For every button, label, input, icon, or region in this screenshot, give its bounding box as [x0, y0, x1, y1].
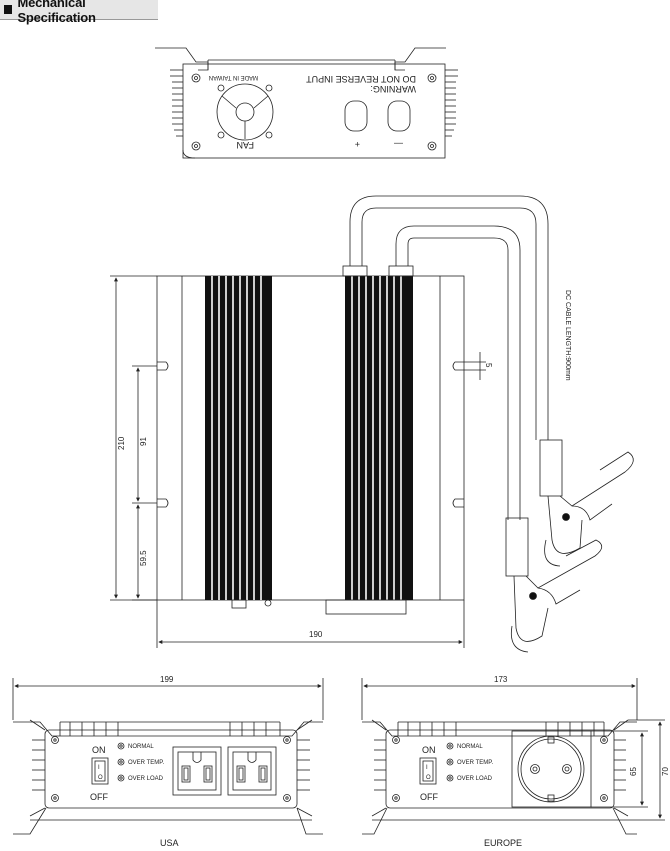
- usa-power-switch: [91, 757, 109, 785]
- svg-text:5: 5: [484, 363, 493, 368]
- screw-icon: [392, 736, 608, 802]
- svg-text:91: 91: [139, 437, 148, 446]
- svg-text:I: I: [426, 765, 428, 771]
- dimension-70: 70: [628, 719, 670, 821]
- screw-icon: [191, 73, 437, 151]
- svg-text:65: 65: [629, 767, 638, 776]
- dimension-65: 65: [591, 730, 648, 808]
- section-title: Mechanical Specification: [17, 0, 96, 25]
- dimension-190: 190: [156, 600, 465, 648]
- main-side-view: DC CABLE LENGTH:900mm 210 91 59.5 5 190: [110, 195, 634, 653]
- svg-text:O: O: [98, 775, 103, 781]
- usa-caption: USA: [160, 838, 179, 848]
- dc-cable-inner: [395, 225, 521, 520]
- dimension-91: 91: [132, 365, 157, 504]
- usa-off-label: OFF: [90, 792, 108, 802]
- usa-side-fins-right: [297, 739, 310, 791]
- europe-on-label: ON: [422, 745, 436, 755]
- top-plus-label: +: [355, 139, 360, 149]
- fan-icon: [216, 83, 274, 141]
- usa-on-label: ON: [92, 745, 106, 755]
- heatsink-fins-left: [205, 276, 272, 600]
- europe-off-label: OFF: [420, 792, 438, 802]
- svg-text:O: O: [426, 775, 431, 781]
- header-square-icon: [4, 5, 13, 14]
- heatsink-fins-right: [345, 276, 413, 600]
- top-fins-strip: [207, 59, 396, 70]
- dimension-210: 210: [110, 275, 157, 601]
- positive-terminal: [387, 100, 411, 132]
- warning-line1: WARNING:: [370, 84, 416, 94]
- dimension-199: 199: [12, 675, 324, 720]
- usa-outlet-icon: [227, 746, 277, 796]
- cable-length-label: DC CABLE LENGTH:900mm: [564, 290, 571, 381]
- usa-outlet-icon: [172, 746, 222, 796]
- led-indicator-icon: [446, 742, 454, 782]
- usa-front-panel: [44, 729, 298, 809]
- usa-front-view: 199 ON: [12, 675, 324, 848]
- usa-side-fins-left: [32, 739, 45, 791]
- section-header: Mechanical Specification: [0, 0, 158, 25]
- svg-text:173: 173: [494, 675, 508, 684]
- led-indicator-icon: [117, 742, 125, 782]
- svg-text:70: 70: [661, 767, 670, 776]
- svg-text:199: 199: [160, 675, 174, 684]
- dc-cable-outer: [349, 195, 549, 440]
- fan-label: FAN: [236, 140, 254, 150]
- svg-text:210: 210: [117, 436, 126, 450]
- europe-caption: EUROPE: [484, 838, 522, 848]
- europe-side-fins-left: [374, 739, 386, 791]
- schuko-outlet-icon: [511, 730, 592, 808]
- europe-front-view: 173 ON: [361, 675, 670, 848]
- europe-power-switch: [419, 757, 437, 785]
- top-left-fins: [170, 69, 183, 137]
- europe-over-load-label: OVER LOAD: [457, 776, 493, 782]
- negative-terminal: [344, 100, 368, 132]
- svg-text:59.5: 59.5: [139, 550, 148, 566]
- body-outline: [156, 275, 465, 601]
- made-in-label: MADE IN TAIWAN: [209, 74, 258, 80]
- usa-over-temp-label: OVER TEMP.: [128, 760, 164, 766]
- top-rear-view: + — WARNING: DO NOT REVERSE INPUT MADE I…: [155, 47, 458, 159]
- screw-icon: [51, 736, 291, 802]
- dimension-59-5: 59.5: [132, 504, 157, 601]
- battery-clamp-upper: [539, 439, 634, 567]
- europe-normal-label: NORMAL: [457, 744, 483, 750]
- top-minus-label: —: [394, 139, 403, 149]
- europe-front-panel: [385, 729, 615, 809]
- europe-side-fins-right: [614, 739, 626, 791]
- usa-top-fins: [69, 722, 267, 736]
- battery-clamp-lower: [505, 517, 603, 653]
- dimension-5: 5: [464, 352, 493, 380]
- svg-text:190: 190: [309, 630, 323, 639]
- europe-over-temp-label: OVER TEMP.: [457, 760, 493, 766]
- europe-top-fins: [407, 722, 595, 736]
- usa-over-load-label: OVER LOAD: [128, 776, 164, 782]
- warning-line2: DO NOT REVERSE INPUT: [306, 74, 416, 84]
- top-right-fins: [445, 69, 458, 137]
- dimension-173: 173: [361, 675, 638, 720]
- svg-text:I: I: [98, 765, 100, 771]
- usa-normal-label: NORMAL: [128, 744, 154, 750]
